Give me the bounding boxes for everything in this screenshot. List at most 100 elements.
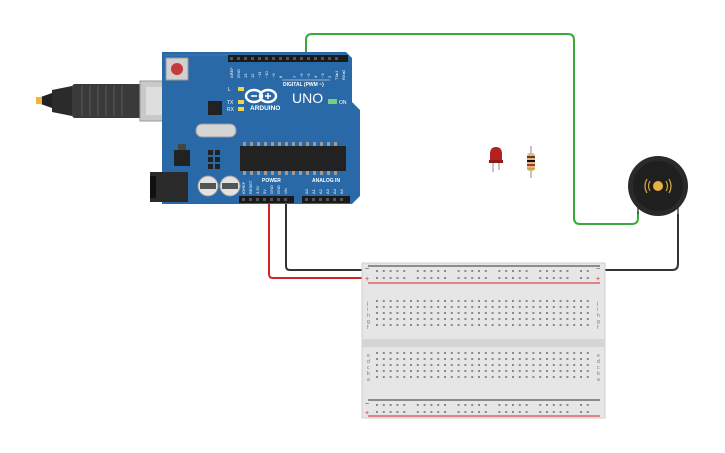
breadboard-hole <box>505 270 508 272</box>
breadboard-hole <box>437 324 440 326</box>
breadboard-hole <box>580 364 582 366</box>
row-letter: i <box>367 307 368 313</box>
breadboard-hole <box>491 306 494 308</box>
usb-b-plug-icon[interactable] <box>36 80 181 122</box>
breadboard-hole <box>478 277 480 279</box>
breadboard-hole <box>478 306 480 308</box>
breadboard-hole <box>430 404 433 406</box>
row-letter: f <box>597 325 599 331</box>
power-header[interactable] <box>239 196 294 203</box>
pin-label: 2 <box>327 75 332 78</box>
breadboard-hole <box>471 358 474 360</box>
arduino-uno-board[interactable]: L TX RX ARDUINO UNO ON <box>36 52 360 204</box>
breadboard-hole <box>389 324 392 326</box>
breadboard-hole <box>505 306 508 308</box>
breadboard-hole <box>546 352 548 354</box>
breadboard-hole <box>416 270 419 272</box>
breadboard-hole <box>580 376 582 378</box>
breadboard-hole <box>580 370 582 372</box>
breadboard-hole <box>450 306 453 308</box>
digital-header[interactable] <box>228 55 348 62</box>
breadboard-hole <box>532 324 535 326</box>
breadboard-hole <box>539 318 542 320</box>
row-letters: j i h g f e d c b a j i h g f e d c b a <box>366 301 600 383</box>
breadboard-hole <box>423 358 426 360</box>
breadboard-hole <box>498 404 501 406</box>
breadboard-hole <box>573 352 576 354</box>
breadboard-hole <box>382 411 385 413</box>
breadboard-hole <box>423 352 426 354</box>
breadboard-hole <box>430 370 433 372</box>
breadboard-hole <box>525 404 528 406</box>
breadboard-hole <box>471 306 474 308</box>
breadboard-hole <box>559 370 562 372</box>
breadboard-hole <box>586 376 589 378</box>
breadboard-hole <box>539 306 542 308</box>
pin-label: A3 <box>325 188 330 194</box>
arduino-model: UNO <box>292 90 323 106</box>
breadboard-hole <box>416 411 419 413</box>
breadboard-hole <box>518 270 521 272</box>
signal-wire-pin7-to-buzzer[interactable] <box>305 33 639 225</box>
breadboard-hole <box>389 306 392 308</box>
ground-wire-arduino-to-breadboard[interactable] <box>285 203 372 271</box>
breadboard-hole <box>491 312 494 314</box>
breadboard-hole <box>532 312 535 314</box>
led-label-rx: RX <box>227 107 235 113</box>
reset-button[interactable] <box>165 57 189 81</box>
breadboard-hole <box>376 306 378 308</box>
breadboard[interactable]: − + − + − + j i h g f e d c b a j i h g … <box>361 262 606 419</box>
breadboard-hole <box>423 404 426 406</box>
breadboard-hole <box>586 300 589 302</box>
breadboard-hole <box>484 318 487 320</box>
breadboard-hole <box>525 411 528 413</box>
breadboard-hole <box>573 300 576 302</box>
breadboard-hole <box>437 358 440 360</box>
breadboard-hole <box>566 300 569 302</box>
breadboard-hole <box>382 376 385 378</box>
breadboard-hole <box>512 306 514 308</box>
breadboard-hole <box>566 364 569 366</box>
breadboard-hole <box>505 358 508 360</box>
power-wire-5v-to-breadboard[interactable] <box>268 203 372 279</box>
breadboard-hole <box>444 277 446 279</box>
rail-minus-label-right: − <box>596 266 600 273</box>
breadboard-hole <box>478 300 480 302</box>
breadboard-hole <box>539 352 542 354</box>
breadboard-hole <box>498 306 501 308</box>
breadboard-hole <box>491 324 494 326</box>
breadboard-hole <box>464 277 467 279</box>
breadboard-hole <box>498 270 501 272</box>
breadboard-hole <box>580 411 582 413</box>
breadboard-hole <box>566 270 569 272</box>
ground-wire-buzzer-to-breadboard[interactable] <box>594 214 679 271</box>
breadboard-hole <box>396 370 399 372</box>
breadboard-hole <box>532 318 535 320</box>
breadboard-hole <box>430 358 433 360</box>
breadboard-hole <box>586 358 589 360</box>
piezo-buzzer[interactable] <box>628 156 688 216</box>
breadboard-hole <box>559 352 562 354</box>
resistor[interactable] <box>527 146 535 178</box>
breadboard-hole <box>444 376 446 378</box>
breadboard-hole <box>552 411 555 413</box>
breadboard-hole <box>444 306 446 308</box>
breadboard-hole <box>464 312 467 314</box>
breadboard-hole <box>539 312 542 314</box>
breadboard-hole <box>389 318 392 320</box>
breadboard-hole <box>573 324 576 326</box>
breadboard-hole <box>471 352 474 354</box>
breadboard-hole <box>423 370 426 372</box>
red-led[interactable] <box>489 147 503 172</box>
power-label: POWER <box>262 178 281 184</box>
analog-header[interactable] <box>302 196 350 203</box>
breadboard-hole <box>410 324 412 326</box>
breadboard-hole <box>573 306 576 308</box>
breadboard-hole <box>512 312 514 314</box>
breadboard-hole <box>498 358 501 360</box>
breadboard-hole <box>437 364 440 366</box>
pin-label: GND <box>269 185 274 194</box>
breadboard-hole <box>423 312 426 314</box>
breadboard-hole <box>491 370 494 372</box>
